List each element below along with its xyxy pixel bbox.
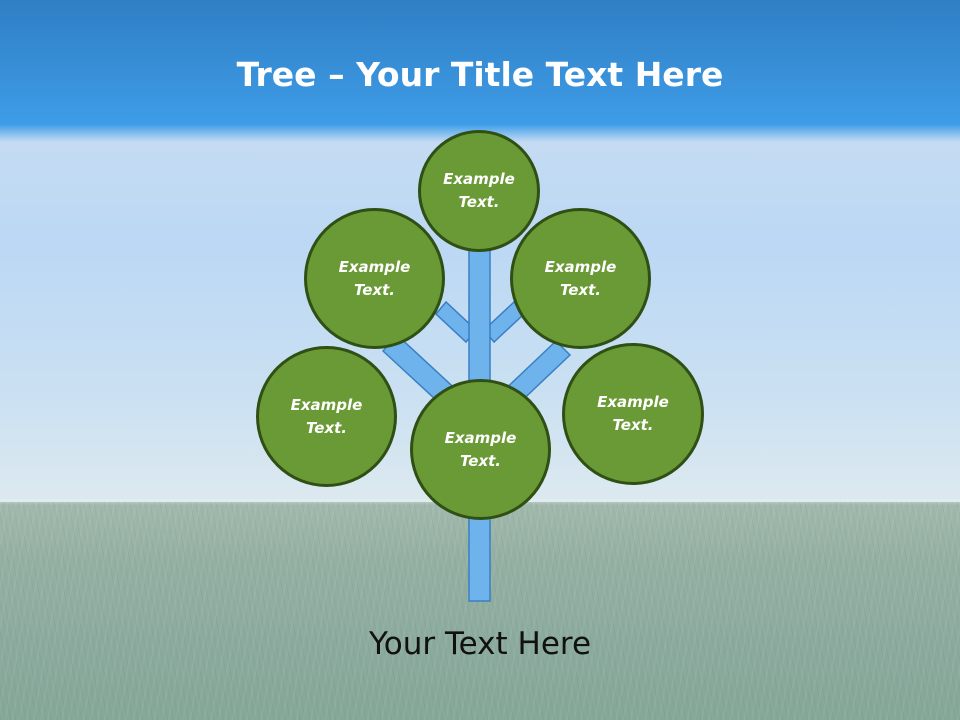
node-center[interactable]: Example Text. [410, 379, 551, 520]
node-upper-left-line2: Text. [353, 280, 395, 299]
slide-title[interactable]: Tree – Your Title Text Here [0, 52, 960, 98]
node-lower-right[interactable]: Example Text. [562, 343, 704, 485]
node-upper-left-circle [304, 208, 445, 349]
node-lower-right-circle [562, 343, 704, 485]
title-separator: – [328, 55, 345, 94]
title-bold: Tree [236, 55, 317, 94]
node-top[interactable]: Example Text. [418, 130, 540, 252]
node-top-circle [418, 130, 540, 252]
node-upper-left[interactable]: Example Text. [304, 208, 445, 349]
node-top-line1: Example [443, 170, 515, 188]
node-lower-left-circle [256, 346, 397, 487]
node-lower-left-line2: Text. [305, 418, 347, 437]
node-lower-right-line2: Text. [612, 416, 654, 434]
node-top-line2: Text. [458, 193, 500, 211]
node-circles [256, 130, 704, 520]
node-upper-right-line2: Text. [559, 280, 601, 299]
title-rest: Your Title Text Here [356, 55, 724, 94]
node-center-line2: Text. [459, 451, 501, 470]
footer-text[interactable]: Your Text Here [368, 626, 592, 662]
node-lower-left[interactable]: Example Text. [256, 346, 397, 487]
node-upper-right-line1: Example [544, 257, 617, 276]
node-lower-right-line1: Example [597, 393, 669, 411]
node-center-line1: Example [444, 428, 517, 447]
node-upper-right[interactable]: Example Text. [510, 208, 651, 349]
node-lower-left-line1: Example [290, 395, 363, 414]
node-upper-left-line1: Example [338, 257, 411, 276]
node-center-circle [410, 379, 551, 520]
node-upper-right-circle [510, 208, 651, 349]
